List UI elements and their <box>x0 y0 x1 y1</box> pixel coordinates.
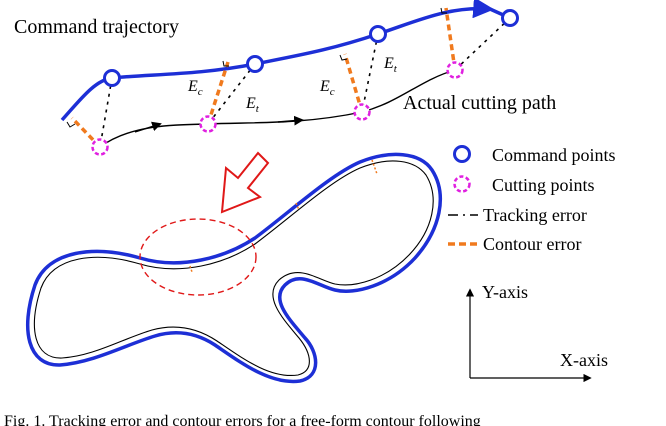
free-form-command-contour <box>26 152 443 384</box>
figure-caption: Fig. 1. Tracking error and contour error… <box>4 413 481 426</box>
actual-path-arrow-2 <box>277 115 304 126</box>
command-point-3 <box>369 25 387 43</box>
right-angle-mark-3 <box>339 54 348 61</box>
contour-error-small-1 <box>371 159 378 175</box>
contour-error-line-4 <box>444 7 457 71</box>
command-point-1 <box>103 69 121 87</box>
right-angle-mark-1 <box>66 121 76 128</box>
right-angle-mark-4 <box>440 7 447 14</box>
y-axis-label: Y-axis <box>482 282 528 302</box>
legend-command-point-icon <box>453 145 471 163</box>
cutting-point-2 <box>199 115 217 133</box>
contour-error-small-3 <box>189 265 193 273</box>
legend-cutting-points: Cutting points <box>492 175 595 195</box>
actual-cutting-path-curve <box>99 69 456 148</box>
tracking-error-line-3 <box>361 33 379 113</box>
right-angle-mark-2 <box>222 60 229 67</box>
zoom-arrow <box>220 151 270 214</box>
contour-error-line-3 <box>343 53 364 113</box>
actual-cutting-path-title: Actual cutting path <box>403 92 556 114</box>
tracking-error-line-4 <box>454 17 511 71</box>
cutting-point-3 <box>353 103 371 121</box>
tracking-error-line-2 <box>207 63 256 125</box>
cutting-point-4 <box>446 61 464 79</box>
command-trajectory-title: Command trajectory <box>14 16 179 38</box>
free-form-actual-contour <box>33 160 434 377</box>
command-point-4 <box>501 9 519 27</box>
legend-command-points: Command points <box>492 145 616 165</box>
legend-tracking-error: Tracking error <box>483 205 587 225</box>
ec-label-1: Ec <box>187 78 203 98</box>
ec-label-2: Ec <box>319 78 335 98</box>
et-label-2: Et <box>383 55 398 75</box>
cutting-point-1 <box>91 138 109 156</box>
x-axis-label: X-axis <box>560 350 608 370</box>
et-label-1: Et <box>245 95 260 115</box>
legend-cutting-point-icon <box>453 175 471 193</box>
contour-error-line-1 <box>70 116 102 149</box>
highlight-ellipse <box>139 218 257 296</box>
command-point-2 <box>246 55 264 73</box>
contour-error-line-2 <box>206 61 230 125</box>
tracking-error-line-1 <box>99 77 113 148</box>
legend-contour-error: Contour error <box>483 234 581 254</box>
contour-error-small-2 <box>295 202 300 211</box>
actual-path-arrow-1 <box>134 121 162 133</box>
